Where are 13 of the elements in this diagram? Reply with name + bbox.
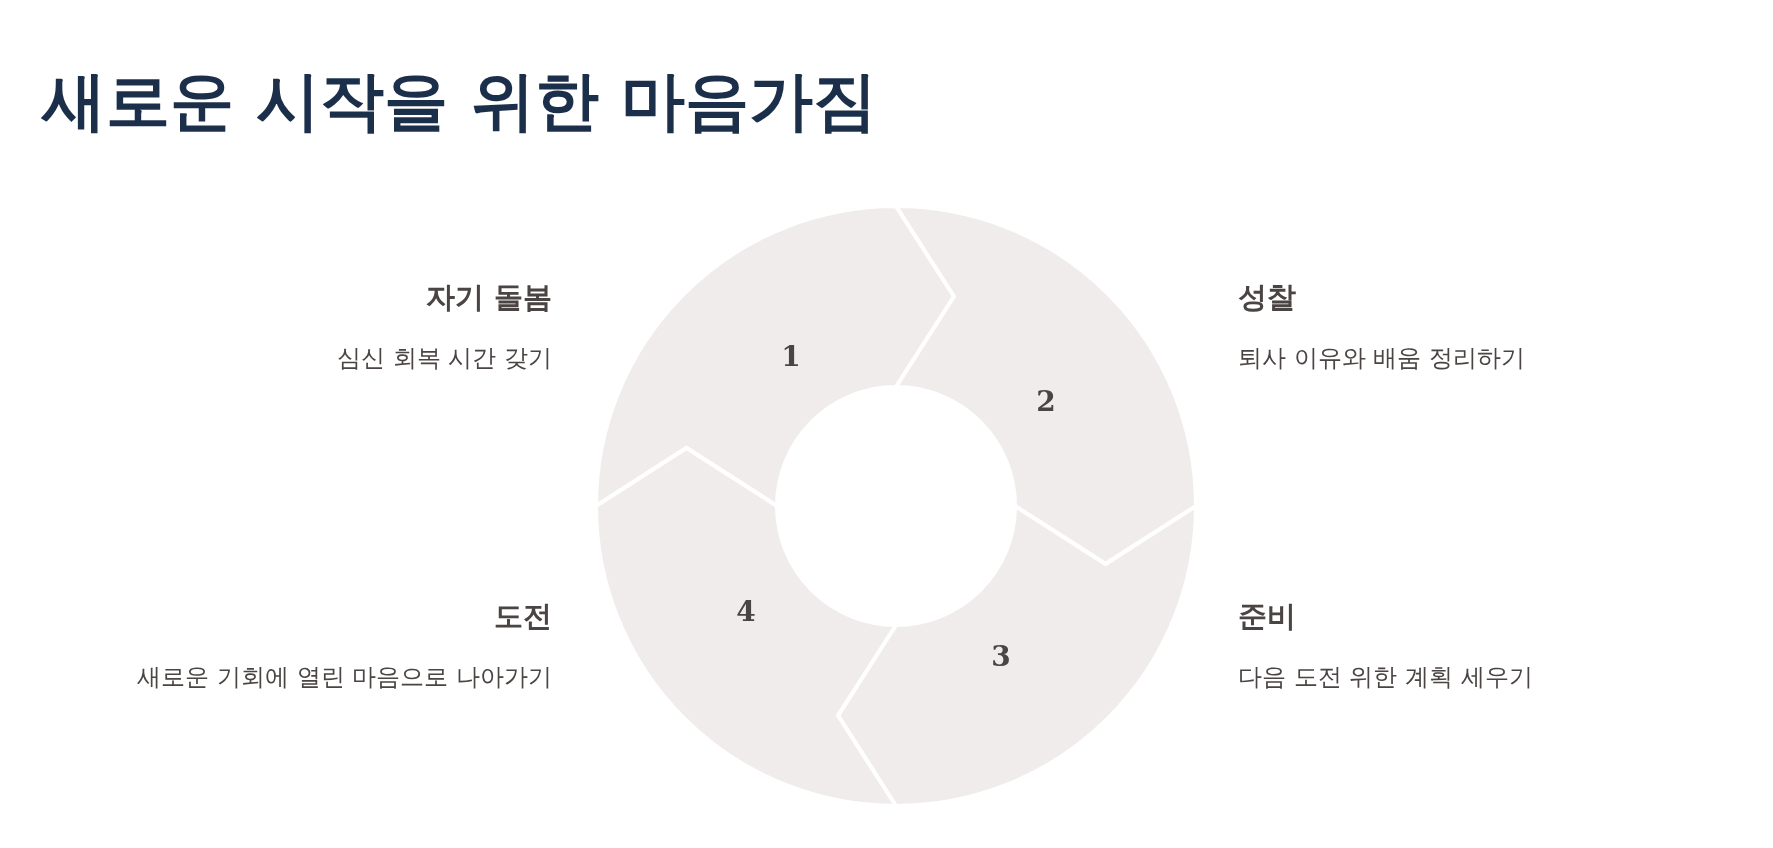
step-number: 2 [1036,384,1056,418]
step-description: 심신 회복 시간 갖기 [337,343,552,374]
step-description: 새로운 기회에 열린 마음으로 나아가기 [137,662,552,693]
step-number: 4 [736,594,756,628]
page-title: 새로운 시작을 위한 마음가짐 [42,63,877,140]
step-title: 성찰 [1238,279,1296,316]
step-title: 도전 [494,598,552,635]
step-number: 1 [781,339,801,373]
step-title: 준비 [1238,598,1296,635]
step-description: 다음 도전 위한 계획 세우기 [1238,662,1533,693]
step-description: 퇴사 이유와 배움 정리하기 [1238,343,1525,374]
step-number: 3 [991,639,1011,673]
step-title: 자기 돌봄 [425,279,552,316]
